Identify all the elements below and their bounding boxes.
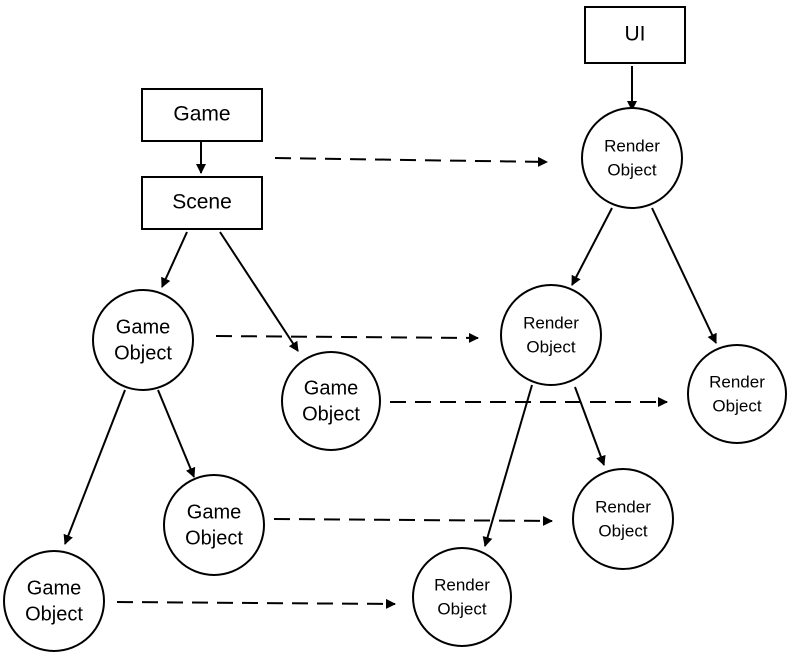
node-render-object-1-line-1: Render xyxy=(523,313,579,332)
node-render-object-3-line-2: Object xyxy=(437,599,486,618)
edge-scene-to-game-object-2 xyxy=(219,231,299,352)
edge-scene-to-game-object-1 xyxy=(161,231,188,288)
node-scene: Scene xyxy=(141,176,263,230)
node-render-object-4: Render Object xyxy=(572,468,674,570)
node-game-object-4-line-1: Game xyxy=(187,501,241,523)
node-render-object-3-line-1: Render xyxy=(434,575,490,594)
node-render-object-4-line-2: Object xyxy=(598,521,647,540)
node-game-object-1-line-2: Object xyxy=(114,342,172,364)
node-render-root: Render Object xyxy=(581,107,683,209)
node-render-object-2-line-1: Render xyxy=(709,372,765,391)
node-ui-label: UI xyxy=(625,23,646,46)
node-game-object-3-line-1: Game xyxy=(27,577,81,599)
node-render-object-2: Render Object xyxy=(687,344,787,444)
node-render-root-line-1: Render xyxy=(604,136,660,155)
node-render-object-1-line-2: Object xyxy=(526,337,575,356)
node-render-object-3: Render Object xyxy=(412,547,512,647)
node-game-label: Game xyxy=(173,103,230,126)
node-game: Game xyxy=(141,88,263,142)
node-render-object-4-line-1: Render xyxy=(595,497,651,516)
node-scene-label: Scene xyxy=(172,191,232,214)
edge-render-root-to-render-object-2 xyxy=(651,207,717,344)
edge-game-object-1-to-render-object-1 xyxy=(215,332,479,343)
edge-game-object-1-to-game-object-4 xyxy=(157,389,196,478)
node-ui: UI xyxy=(584,6,686,64)
node-game-object-2-line-2: Object xyxy=(302,403,360,425)
node-render-root-line-2: Object xyxy=(607,160,656,179)
edge-game-to-render-root xyxy=(274,156,548,167)
edge-render-object-1-to-render-object-3 xyxy=(482,384,533,547)
node-game-object-3: Game Object xyxy=(3,550,105,652)
node-render-object-1: Render Object xyxy=(500,284,602,386)
node-game-object-2: Game Object xyxy=(281,351,381,451)
node-game-object-3-line-2: Object xyxy=(25,603,83,625)
edge-game-object-4-to-render-object-4 xyxy=(273,515,553,526)
node-game-object-4: Game Object xyxy=(163,474,265,576)
edge-game-object-1-to-game-object-3 xyxy=(63,389,126,545)
node-game-object-1-line-1: Game xyxy=(116,316,170,338)
node-game-object-2-line-1: Game xyxy=(304,377,358,399)
node-game-object-4-line-2: Object xyxy=(185,527,243,549)
node-render-object-2-line-2: Object xyxy=(712,396,761,415)
edge-render-object-1-to-render-object-4 xyxy=(574,386,606,466)
node-game-object-1: Game Object xyxy=(92,289,194,391)
edge-game-object-3-to-render-object-3 xyxy=(116,598,396,609)
edge-render-root-to-render-object-1 xyxy=(571,207,613,286)
